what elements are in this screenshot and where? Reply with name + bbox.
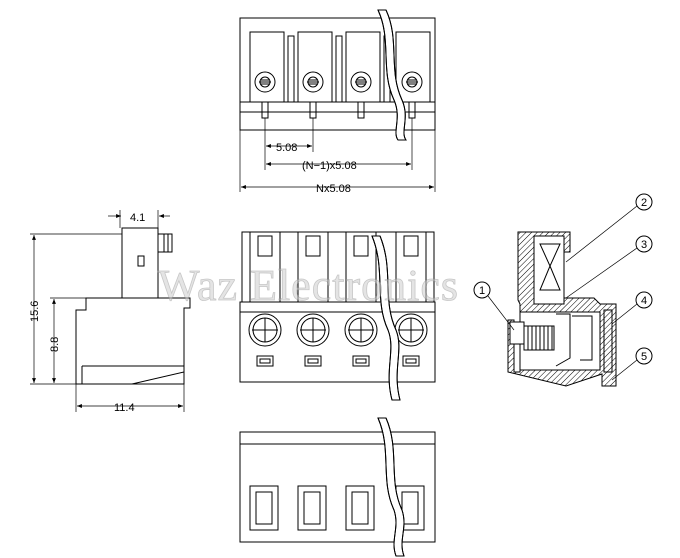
callout-1: 1 (473, 281, 515, 331)
top-view-body (239, 17, 436, 131)
watermark-text: Waz Electronics (158, 261, 459, 310)
screw-head (254, 71, 276, 93)
front-view-test-slots (256, 355, 420, 367)
svg-text:4: 4 (641, 295, 647, 307)
depth-dimension: 11.4 (114, 402, 135, 414)
screw-head (401, 71, 423, 93)
bottom-view (239, 417, 436, 557)
span-dimension: (N−1)x5.08 (302, 160, 357, 172)
top-view: 5.08 (N−1)x5.08 Nx5.08 (239, 9, 436, 195)
clamp-screw (523, 325, 555, 351)
callout-5: 5 (611, 347, 653, 381)
top-width-dimension: 4.1 (130, 212, 145, 224)
total-width-dimension: Nx5.08 (316, 183, 351, 195)
svg-text:2: 2 (641, 197, 647, 209)
callout-2: 2 (565, 193, 653, 263)
screw-head (350, 71, 372, 93)
svg-text:5: 5 (641, 351, 647, 363)
front-view (239, 231, 436, 401)
callout-4: 4 (611, 291, 653, 325)
front-view-wire-entries (249, 231, 427, 303)
svg-text:3: 3 (641, 239, 647, 251)
pitch-dimension: 5.08 (276, 142, 297, 154)
side-view: 4.1 15.6 8.8 11.4 (29, 210, 191, 414)
front-view-screws (248, 313, 428, 347)
bottom-view-pin-holes (249, 485, 425, 531)
section-view: 1 2 3 4 5 (473, 193, 653, 387)
callout-3: 3 (565, 235, 653, 299)
lower-height-dimension: 8.8 (49, 337, 61, 352)
screw-head (302, 71, 324, 93)
height-dimension: 15.6 (29, 301, 41, 322)
svg-text:1: 1 (479, 285, 485, 297)
